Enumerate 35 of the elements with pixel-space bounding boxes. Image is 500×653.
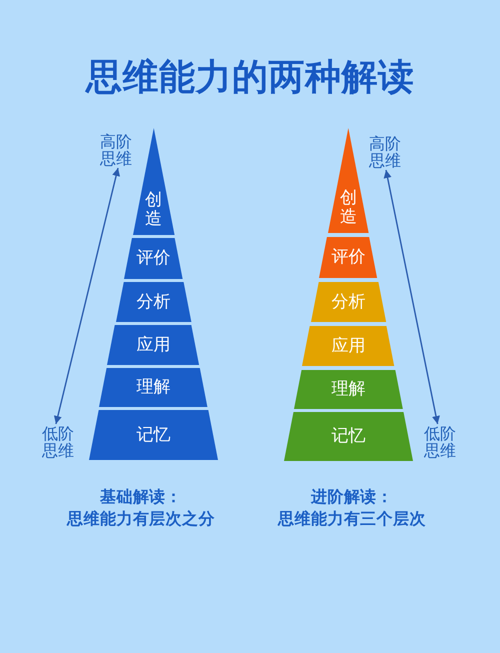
level-text: 应用 xyxy=(136,336,170,354)
title: 思维能力的两种解读 xyxy=(86,57,414,99)
level-text: 评价 xyxy=(331,248,366,267)
pyramid-level xyxy=(107,325,200,365)
level-text: 分析 xyxy=(331,292,366,312)
caption-text: 思维能力有层次之分 xyxy=(67,510,215,528)
level-label: 低阶思维 xyxy=(424,425,458,459)
level-text: 记忆 xyxy=(332,427,366,446)
caption-heading: 基础解读： xyxy=(100,488,182,506)
double-arrow xyxy=(384,170,440,424)
pyramid-level xyxy=(116,282,192,322)
level-text: 评价 xyxy=(136,249,170,268)
pyramid-level xyxy=(99,368,208,407)
double-arrow xyxy=(54,168,120,424)
level-text: 创造 xyxy=(339,189,358,227)
pyramid-level xyxy=(132,128,174,235)
pyramid-level xyxy=(294,370,403,409)
level-label: 高阶思维 xyxy=(369,135,403,169)
pyramid-level xyxy=(89,410,218,460)
pyramid-level xyxy=(284,412,413,461)
pyramid-level xyxy=(124,238,183,279)
level-text: 分析 xyxy=(136,292,170,312)
pyramid-level xyxy=(302,326,395,366)
pyramid-level xyxy=(328,128,369,233)
level-text: 记忆 xyxy=(136,426,170,444)
level-text: 应用 xyxy=(331,336,366,356)
pyramid-level xyxy=(310,282,386,322)
level-label: 高阶思维 xyxy=(100,133,134,167)
caption-heading: 进阶解读： xyxy=(311,488,393,506)
level-text: 创造 xyxy=(144,191,163,229)
level-label: 低阶思维 xyxy=(42,425,76,459)
level-text: 理解 xyxy=(136,378,170,397)
pyramid-level xyxy=(319,237,378,278)
caption-text: 思维能力有三个层次 xyxy=(278,510,426,528)
level-text: 理解 xyxy=(331,380,366,399)
